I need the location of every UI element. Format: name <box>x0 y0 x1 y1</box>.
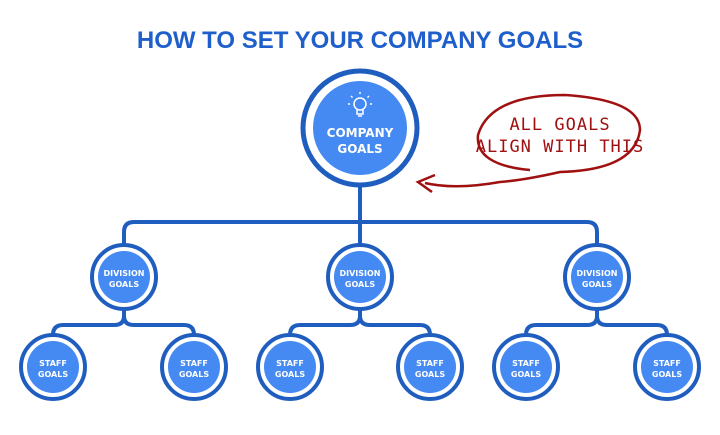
callout: ALL GOALS ALIGN WITH THIS <box>415 93 645 194</box>
division-goals-node-line2: GOALS <box>109 280 139 289</box>
staff-goals-node: STAFF GOALS <box>396 333 464 401</box>
callout-line2: ALIGN WITH THIS <box>476 137 645 157</box>
staff-goals-node-line2: GOALS <box>652 370 682 379</box>
staff-goals-node-line1: STAFF <box>39 359 67 368</box>
company-goals-node: COMPANY GOALS <box>300 68 420 188</box>
page-title: HOW TO SET YOUR COMPANY GOALS <box>137 27 583 54</box>
arrow-icon <box>415 173 436 194</box>
callout-line1: ALL GOALS <box>509 115 610 135</box>
staff-goals-node: STAFF GOALS <box>19 333 87 401</box>
division-goals-node-line1: DIVISION <box>576 269 617 278</box>
staff-goals-node: STAFF GOALS <box>256 333 324 401</box>
company-label-line2: GOALS <box>337 142 382 156</box>
staff-goals-node-line2: GOALS <box>415 370 445 379</box>
connectors <box>51 186 669 337</box>
staff-goals-node-line1: STAFF <box>180 359 208 368</box>
staff-goals-node: STAFF GOALS <box>492 333 560 401</box>
division-goals-node: DIVISION GOALS <box>90 243 158 311</box>
staff-goals-node-line2: GOALS <box>179 370 209 379</box>
staff-goals-node: STAFF GOALS <box>160 333 228 401</box>
lightbulb-icon <box>348 92 372 117</box>
staff-goals-node-line2: GOALS <box>511 370 541 379</box>
division-goals-node: DIVISION GOALS <box>326 243 394 311</box>
staff-goals-node-line1: STAFF <box>653 359 681 368</box>
staff-goals-node-line1: STAFF <box>276 359 304 368</box>
staff-goals-node-line1: STAFF <box>512 359 540 368</box>
staff-goals-node-line1: STAFF <box>416 359 444 368</box>
division-goals-node: DIVISION GOALS <box>563 243 631 311</box>
staff-goals-node: STAFF GOALS <box>633 333 701 401</box>
division-goals-node-line1: DIVISION <box>339 269 380 278</box>
staff-goals-node-line2: GOALS <box>275 370 305 379</box>
division-goals-node-line2: GOALS <box>345 280 375 289</box>
division-goals-node-line2: GOALS <box>582 280 612 289</box>
staff-goals-node-line2: GOALS <box>38 370 68 379</box>
division-goals-node-line1: DIVISION <box>103 269 144 278</box>
company-label-line1: COMPANY <box>327 126 394 140</box>
